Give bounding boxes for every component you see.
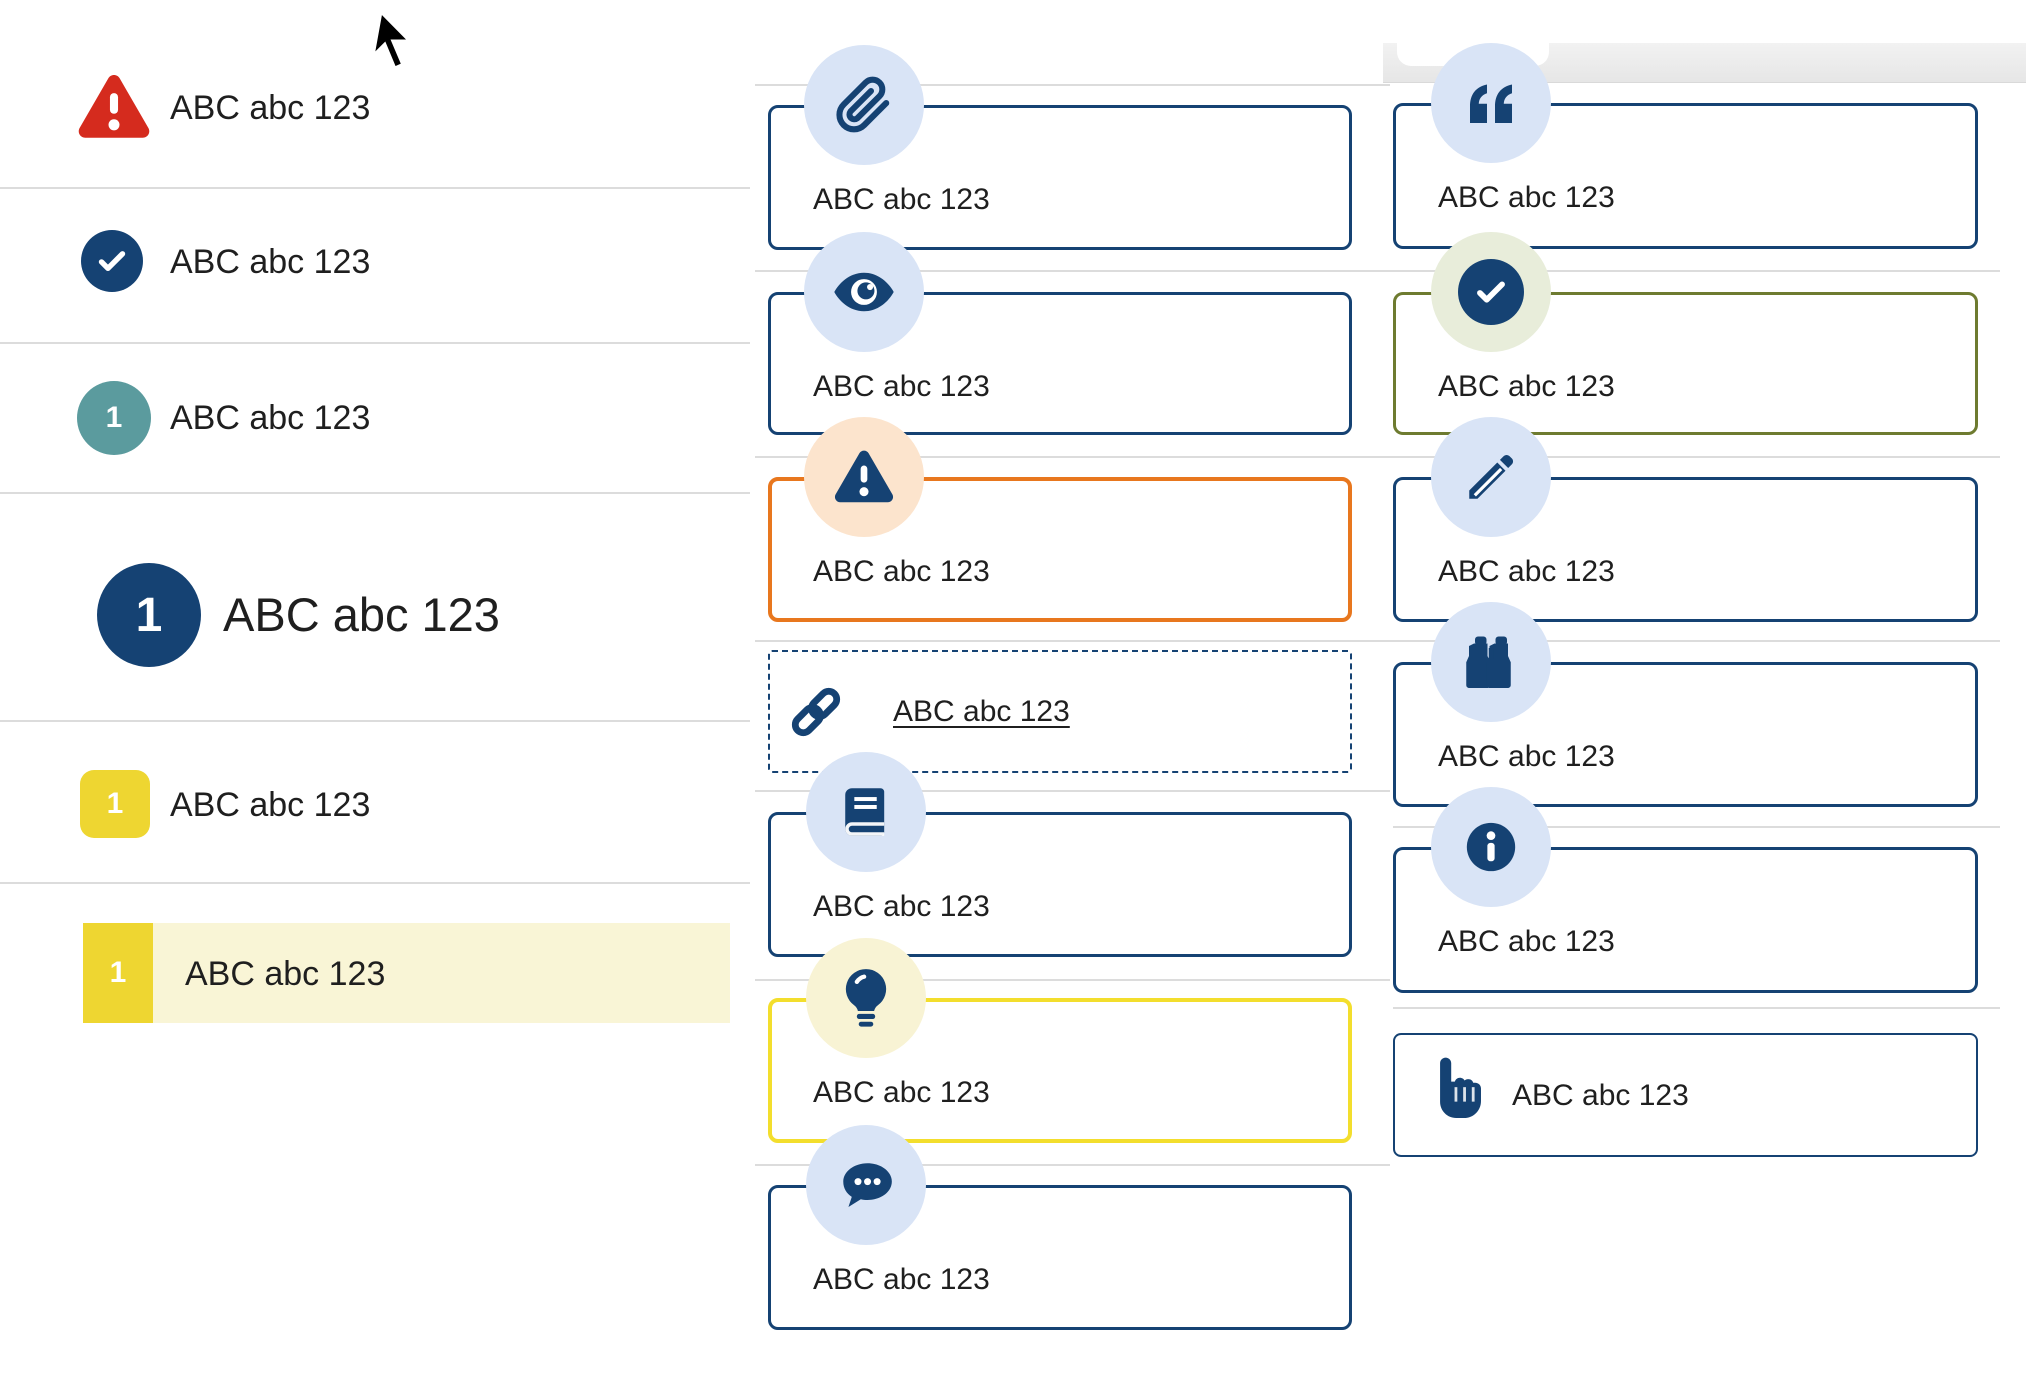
highlighted-row [83, 923, 730, 1023]
divider [755, 456, 2000, 458]
lightbulb-icon [806, 938, 926, 1058]
list-item-label: ABC abc 123 [170, 243, 371, 281]
list-item-label: ABC abc 123 [170, 89, 371, 127]
callout-label: ABC abc 123 [813, 890, 990, 923]
callout-label: ABC abc 123 [1438, 555, 1615, 588]
callout-label: ABC abc 123 [1438, 925, 1615, 958]
info-icon [1431, 787, 1551, 907]
divider [1393, 1007, 2000, 1009]
numbered-circle-icon: 1 [97, 563, 201, 667]
divider [0, 720, 750, 722]
warning-triangle-icon [804, 417, 924, 537]
badge-number: 1 [135, 588, 163, 642]
list-item-label: ABC abc 123 [170, 399, 371, 437]
book-icon [806, 752, 926, 872]
callout-label: ABC abc 123 [813, 1076, 990, 1109]
numbered-circle-icon: 1 [77, 381, 151, 455]
list-item-label: ABC abc 123 [170, 786, 371, 824]
list-item-label: ABC abc 123 [185, 955, 386, 993]
callout-label: ABC abc 123 [1438, 181, 1615, 214]
badge-number: 1 [106, 787, 124, 820]
callout-box-pointer [1393, 1033, 1978, 1157]
chat-bubble-icon [806, 1125, 926, 1245]
callout-link[interactable]: ABC abc 123 [893, 695, 1070, 728]
mouse-cursor-icon [368, 6, 418, 80]
eye-icon [804, 232, 924, 352]
quote-icon [1431, 43, 1551, 163]
pointing-hand-icon [1428, 1056, 1490, 1120]
callout-label: ABC abc 123 [813, 1263, 990, 1296]
badge-number: 1 [109, 956, 127, 989]
callout-label: ABC abc 123 [813, 183, 990, 216]
callout-box-book [768, 812, 1352, 957]
divider [755, 84, 1390, 86]
divider [0, 342, 750, 344]
callout-label: ABC abc 123 [1512, 1079, 1689, 1112]
callout-label: ABC abc 123 [813, 555, 990, 588]
paperclip-icon [804, 45, 924, 165]
divider [0, 187, 750, 189]
check-circle-icon [1431, 232, 1551, 352]
link-icon [786, 682, 846, 742]
section-heading: ABC abc 123 [223, 588, 500, 641]
numbered-marker-icon: 1 [83, 923, 153, 1023]
callout-label: ABC abc 123 [1438, 740, 1615, 773]
divider [755, 640, 2000, 642]
numbered-square-icon: 1 [80, 770, 150, 838]
binoculars-icon [1431, 602, 1551, 722]
divider [1393, 826, 2000, 828]
callout-box-info [1393, 847, 1978, 993]
divider [755, 270, 2000, 272]
badge-number: 1 [105, 401, 123, 434]
divider [0, 492, 750, 494]
divider [755, 1164, 1390, 1166]
warning-triangle-icon [75, 73, 153, 141]
divider [755, 979, 1390, 981]
divider [0, 882, 750, 884]
check-circle-icon [81, 230, 143, 292]
callout-label: ABC abc 123 [1438, 370, 1615, 403]
pencil-icon [1431, 417, 1551, 537]
divider [755, 790, 1390, 792]
callout-label: ABC abc 123 [813, 370, 990, 403]
